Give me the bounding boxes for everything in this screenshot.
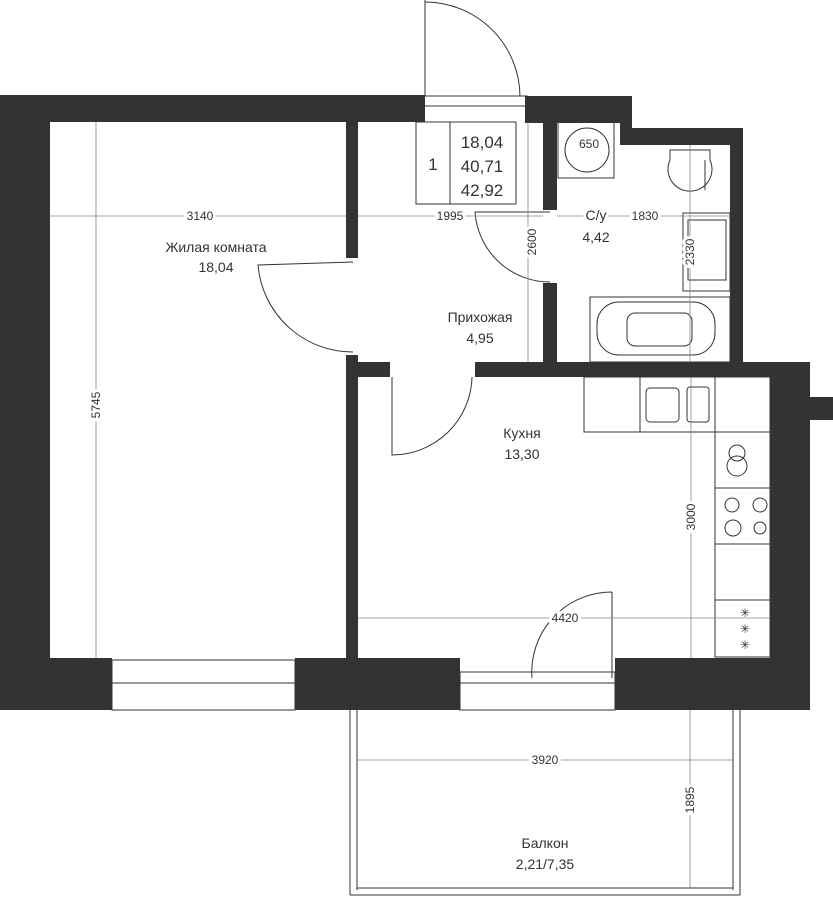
dim-2330: 2330: [683, 238, 697, 265]
room-name-bathroom: С/у: [586, 207, 607, 223]
total-with-balcony: 42,92: [461, 181, 504, 200]
total-area: 40,71: [461, 157, 504, 176]
room-area-kitchen: 13,30: [504, 446, 539, 462]
dimension-labels: 3140 1995 1830 650 2600 2330 5745 3000 4…: [86, 137, 701, 816]
living-area: 18,04: [461, 133, 504, 152]
dim-2600: 2600: [525, 228, 539, 255]
windows: [111, 659, 616, 711]
interior-doors: [257, 211, 613, 679]
room-name-kitchen: Кухня: [503, 425, 540, 441]
room-area-living: 18,04: [198, 259, 233, 275]
kitchen-fixtures: ✳ ✳ ✳: [583, 376, 771, 658]
entrance-door: [422, 0, 528, 107]
dim-650: 650: [579, 137, 599, 151]
room-area-balcony: 2,21/7,35: [516, 856, 575, 872]
walls: [0, 95, 833, 710]
room-name-balcony: Балкон: [522, 835, 569, 851]
svg-text:✳: ✳: [740, 622, 750, 636]
svg-text:✳: ✳: [740, 638, 750, 652]
dim-3140: 3140: [187, 209, 214, 223]
bathroom-fixtures: [557, 121, 731, 363]
dim-1830: 1830: [632, 209, 659, 223]
balcony: [349, 710, 741, 896]
dim-4420: 4420: [552, 611, 579, 625]
room-labels: Жилая комната 18,04 Прихожая 4,95 С/у 4,…: [165, 204, 609, 872]
room-name-hallway: Прихожая: [448, 309, 513, 325]
dim-1895: 1895: [683, 786, 697, 813]
room-name-living: Жилая комната: [165, 239, 266, 255]
dim-1995: 1995: [437, 209, 464, 223]
room-area-bathroom: 4,42: [582, 229, 609, 245]
dimension-lines: [50, 122, 770, 888]
area-summary: 1 18,04 40,71 42,92: [415, 121, 517, 205]
dim-3920: 3920: [532, 753, 559, 767]
svg-text:✳: ✳: [740, 606, 750, 620]
dim-3000: 3000: [684, 503, 698, 530]
dim-5745: 5745: [89, 391, 103, 418]
room-count: 1: [428, 155, 437, 174]
room-area-hallway: 4,95: [466, 330, 493, 346]
